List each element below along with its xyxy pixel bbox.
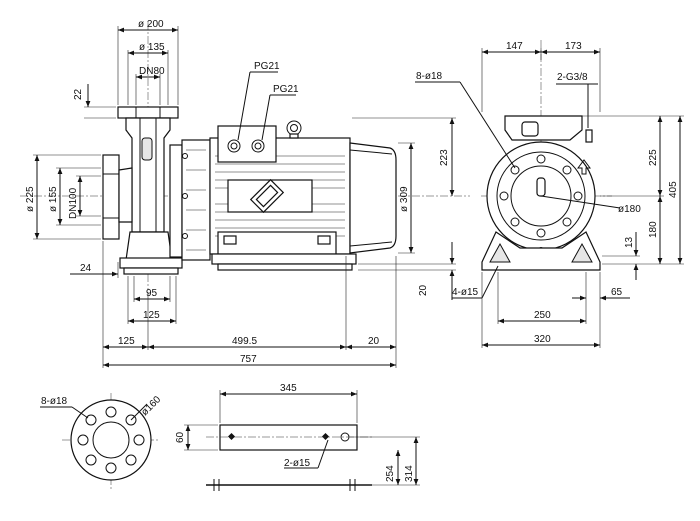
end-bolt-holes <box>499 154 583 238</box>
svg-text:314: 314 <box>404 465 415 482</box>
rail-view: 345 60 2-ø15 254 314 <box>175 383 420 491</box>
svg-text:ø 200: ø 200 <box>138 19 164 30</box>
svg-text:125: 125 <box>118 336 135 347</box>
svg-text:ø 135: ø 135 <box>139 42 165 53</box>
svg-text:223: 223 <box>439 149 450 166</box>
rail-plate <box>219 424 358 451</box>
lifting-eye <box>286 120 302 139</box>
svg-text:225: 225 <box>648 149 659 166</box>
svg-text:20: 20 <box>368 336 380 347</box>
dim-motor-dia: ø 309 <box>398 142 415 254</box>
svg-text:95: 95 <box>146 288 158 299</box>
volute-window <box>141 137 153 161</box>
dim-end-width: 147 173 <box>481 41 601 112</box>
svg-text:4-ø15: 4-ø15 <box>452 287 479 298</box>
flange-view: 8-ø18 ø160 <box>40 393 164 490</box>
dim-rail-width: 60 <box>175 424 218 451</box>
motor-foot <box>211 253 357 265</box>
dim-rail-length: 345 <box>219 383 358 423</box>
dim-end-heights: 225 180 405 13 <box>582 115 684 280</box>
dim-outlet-dn: DN80 <box>135 66 165 105</box>
terminal-box <box>217 125 277 163</box>
dim-bolt-circle: ø 135 <box>127 42 169 105</box>
cable-gland-label-1: PG21 <box>254 61 280 72</box>
dim-foot-width: 125 <box>127 276 177 324</box>
svg-text:250: 250 <box>534 310 551 321</box>
nameplate <box>227 178 313 214</box>
svg-text:60: 60 <box>175 431 186 443</box>
bracket <box>169 144 183 258</box>
dim-rail-heights: 254 314 <box>350 436 420 486</box>
svg-text:24: 24 <box>80 263 92 274</box>
svg-text:320: 320 <box>534 334 551 345</box>
svg-text:499.5: 499.5 <box>232 336 257 347</box>
svg-text:180: 180 <box>648 221 659 238</box>
svg-text:254: 254 <box>385 465 396 482</box>
svg-text:125: 125 <box>143 310 160 321</box>
svg-text:405: 405 <box>668 181 679 198</box>
end-base <box>481 231 601 271</box>
inlet-flange <box>102 154 120 240</box>
dim-shaft-height: 223 <box>352 117 456 196</box>
svg-text:DN80: DN80 <box>139 66 165 77</box>
pump-foot <box>119 257 183 269</box>
svg-text:13: 13 <box>624 236 635 248</box>
dim-foot-offset: 24 <box>70 262 119 278</box>
end-outlet <box>504 115 583 141</box>
flange-bc-label: ø160 <box>139 394 163 418</box>
svg-text:20: 20 <box>418 284 429 296</box>
dim-base-height: 20 <box>358 242 456 300</box>
end-view: 8-ø18 2-G3/8 ø180 147 173 225 180 <box>415 40 684 348</box>
svg-text:173: 173 <box>565 41 582 52</box>
dim-inlet-bc: ø 155 <box>48 167 101 226</box>
dim-end-bottom: 4-ø15 65 250 320 <box>452 265 630 348</box>
dim-foot-span: 95 <box>133 276 171 302</box>
dim-length-chain: 125 499.5 20 757 <box>102 241 397 368</box>
svg-text:757: 757 <box>240 354 257 365</box>
flange-holes-label: 8-ø18 <box>41 396 68 407</box>
svg-text:147: 147 <box>506 41 523 52</box>
svg-text:ø 225: ø 225 <box>25 186 36 212</box>
rail-holes-label: 2-ø15 <box>284 458 311 469</box>
svg-text:65: 65 <box>611 287 623 298</box>
svg-text:ø 155: ø 155 <box>48 186 59 212</box>
dim-inlet-dn: DN100 <box>68 175 101 219</box>
svg-text:345: 345 <box>280 383 297 394</box>
side-view: PG21 PG21 ø 200 ø 135 DN80 22 <box>20 19 470 368</box>
dim-flange-thk: 22 <box>73 84 116 119</box>
end-holes-label: 8-ø18 <box>416 71 443 82</box>
gauge-label: 2-G3/8 <box>557 72 588 83</box>
cable-gland-label-2: PG21 <box>273 84 299 95</box>
flange-bolt-holes <box>77 406 145 474</box>
dim-flange-od: ø 200 <box>117 19 179 105</box>
svg-text:DN100: DN100 <box>68 187 79 219</box>
svg-text:22: 22 <box>73 88 84 100</box>
outlet-flange <box>117 106 179 119</box>
svg-text:ø 309: ø 309 <box>399 186 410 212</box>
rotation-arrow-icon <box>577 159 591 175</box>
circle-label: ø180 <box>618 204 641 215</box>
dim-inlet-od: ø 225 <box>25 154 101 240</box>
fan-cover <box>349 142 397 254</box>
rail-holes <box>227 432 350 442</box>
